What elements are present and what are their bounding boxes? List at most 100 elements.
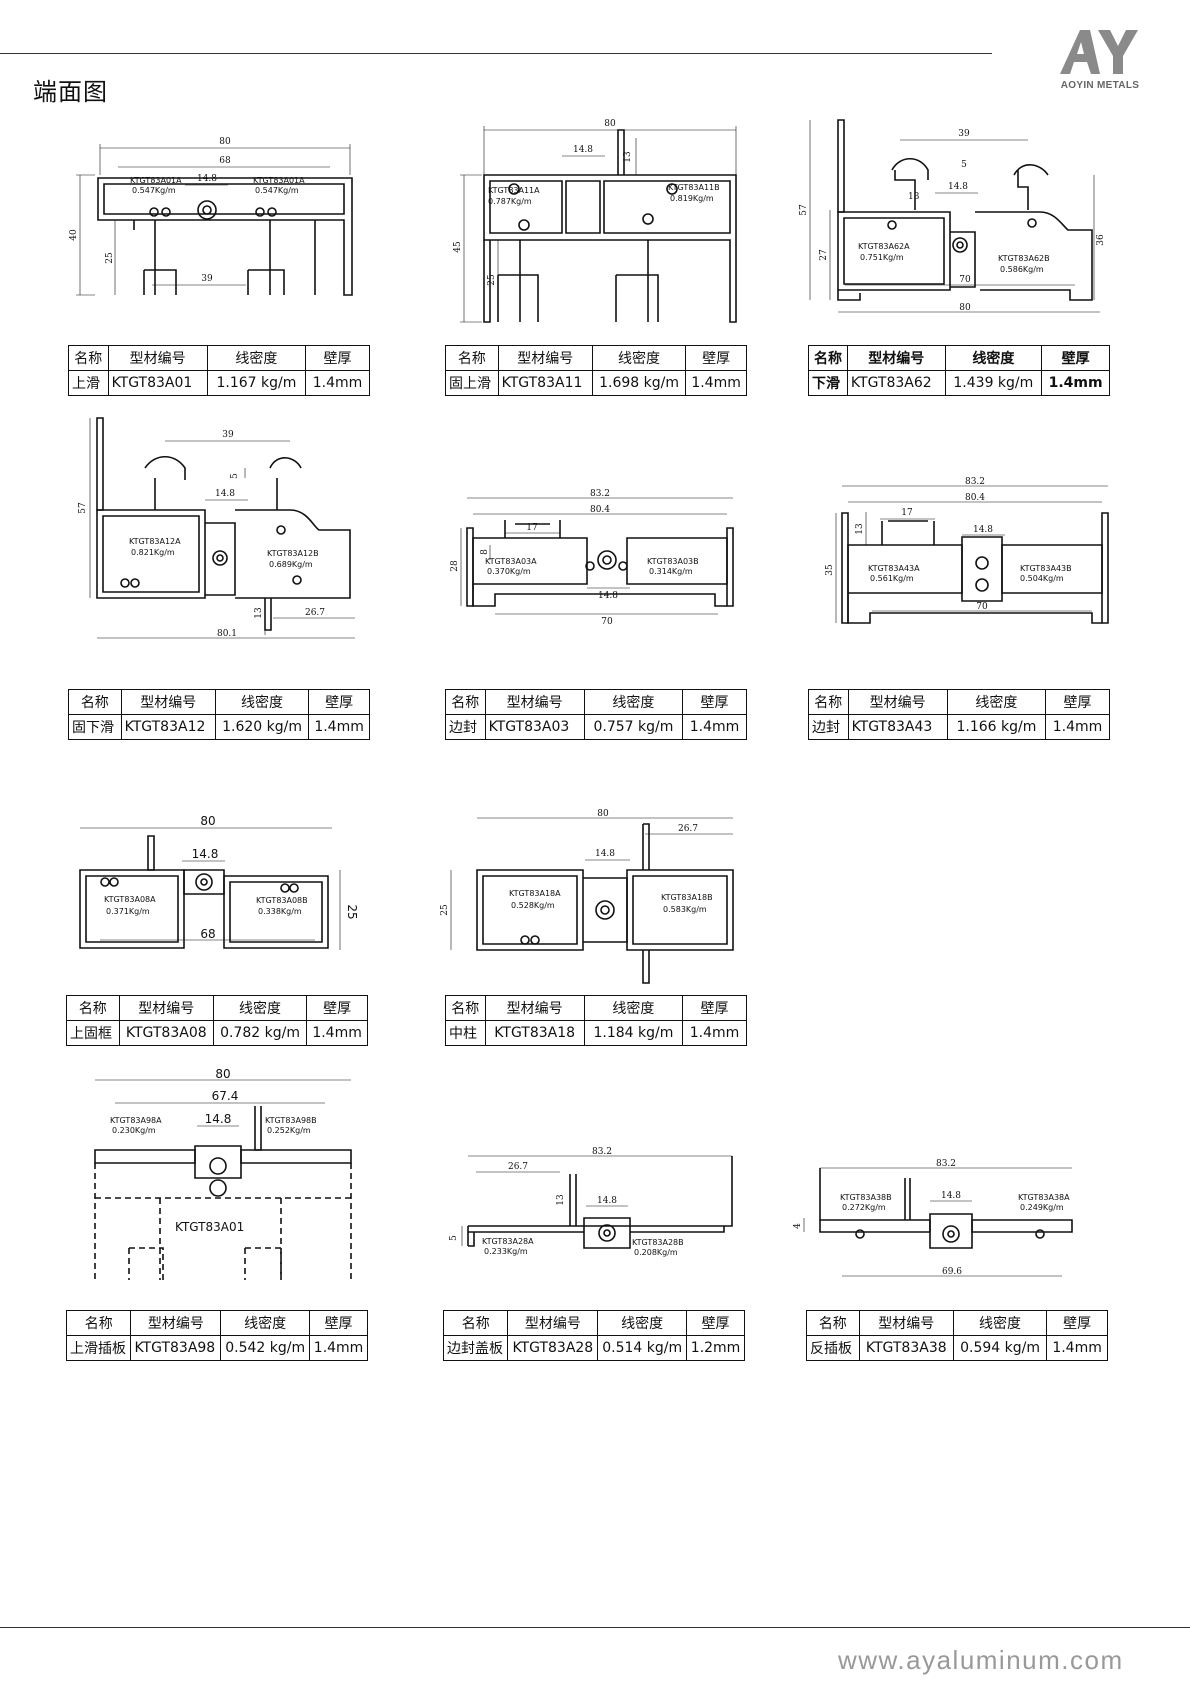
profile-drawing-8: 80 26.7 14.8 25 KTGT83A18A 0.528Kg/m KTG…	[440, 808, 745, 993]
cell-code: KTGT83A01	[107, 370, 208, 396]
dim-h1: 57	[799, 204, 809, 216]
part-a-code: KTGT83A38B	[840, 1193, 892, 1202]
col-name: 名称	[806, 1310, 860, 1336]
part-b-weight: 0.249Kg/m	[1020, 1203, 1064, 1212]
profile-drawing-9: 80 67.4 14.8 KTGT83A98A 0.230Kg/m KTGT83…	[85, 1067, 365, 1280]
dim-h2: 25	[105, 252, 115, 264]
dim-width: 80	[604, 119, 616, 129]
part-a-weight: 0.370Kg/m	[487, 567, 531, 576]
part-a-code: KTGT83A28A	[482, 1237, 534, 1246]
col-thickness: 壁厚	[1046, 1310, 1108, 1336]
cell-thickness: 1.4mm	[305, 370, 370, 396]
dim-mid: 14.8	[573, 145, 593, 155]
col-name: 名称	[442, 1310, 509, 1336]
cell-density: 0.542 kg/m	[220, 1335, 311, 1361]
dim-inner: 67.4	[212, 1089, 239, 1103]
table-row: 固下滑 KTGT83A12 1.620 kg/m 1.4mm	[68, 714, 370, 740]
part-a-code: KTGT83A43A	[868, 564, 920, 573]
dim-depth: 35	[825, 564, 835, 576]
col-name: 名称	[808, 345, 848, 371]
dim-mid: 14.8	[941, 1191, 961, 1201]
col-code: 型材编号	[497, 345, 593, 371]
dim-depth: 4	[793, 1223, 803, 1229]
table-row: 边封盖板 KTGT83A28 0.514 kg/m 1.2mm	[442, 1335, 745, 1361]
website-url[interactable]: www.ayaluminum.com	[838, 1645, 1124, 1675]
col-name: 名称	[68, 345, 109, 371]
spec-table-2: 名称 型材编号 线密度 壁厚 固上滑 KTGT83A11 1.698 kg/m …	[445, 345, 747, 396]
dim-width: 80	[219, 137, 231, 147]
cell-thickness: 1.2mm	[686, 1335, 745, 1361]
profile-drawing-7: 80 14.8 25 68 KTGT83A08A 0.371Kg/m KTGT8…	[70, 808, 360, 950]
part-b-code: KTGT83A01A	[253, 176, 305, 185]
logo-text: AOYIN METALS	[1060, 80, 1140, 91]
part-b-code: KTGT83A03B	[647, 557, 699, 566]
part-b-code: KTGT83A28B	[632, 1238, 684, 1247]
col-density: 线密度	[206, 345, 307, 371]
col-code: 型材编号	[107, 345, 208, 371]
dim-mid: 14.8	[192, 847, 219, 861]
cell-density: 1.166 kg/m	[946, 714, 1047, 740]
col-code: 型材编号	[484, 995, 585, 1021]
dim-width: 83.2	[592, 1147, 612, 1157]
part-a-weight: 0.272Kg/m	[842, 1203, 886, 1212]
reference-profile-label: KTGT83A01	[175, 1220, 244, 1234]
table-row: 上滑插板 KTGT83A98 0.542 kg/m 1.4mm	[65, 1335, 368, 1361]
cell-thickness: 1.4mm	[1045, 714, 1110, 740]
col-name: 名称	[808, 689, 849, 715]
dim-bottom: 68	[200, 927, 215, 941]
dim-gap: 5	[230, 473, 240, 479]
col-code: 型材编号	[858, 1310, 954, 1336]
table-row: 边封 KTGT83A03 0.757 kg/m 1.4mm	[445, 714, 747, 740]
spec-table-10: 名称 型材编号 线密度 壁厚 边封盖板 KTGT83A28 0.514 kg/m…	[442, 1310, 745, 1361]
part-a-code: KTGT83A12A	[129, 537, 181, 546]
dim-slot: 17	[526, 523, 538, 533]
part-b-code: KTGT83A38A	[1018, 1193, 1070, 1202]
part-a-weight: 0.528Kg/m	[511, 901, 555, 910]
dim-width: 80	[200, 814, 215, 828]
cell-name: 下滑	[808, 370, 848, 396]
col-name: 名称	[66, 995, 120, 1021]
part-a-weight: 0.751Kg/m	[860, 253, 904, 262]
col-density: 线密度	[597, 1310, 688, 1336]
dim-depth: 28	[450, 560, 460, 572]
cell-density: 1.698 kg/m	[591, 370, 687, 396]
cell-code: KTGT83A11	[497, 370, 593, 396]
cell-density: 0.782 kg/m	[212, 1020, 308, 1046]
col-code: 型材编号	[484, 689, 585, 715]
dim-bottom: 69.6	[942, 1267, 962, 1277]
company-logo: AOYIN METALS	[1050, 28, 1150, 98]
dim-gap: 5	[961, 160, 967, 170]
part-b-code: KTGT83A62B	[998, 254, 1050, 263]
part-a-weight: 0.547Kg/m	[132, 186, 176, 195]
dim-width: 80	[215, 1067, 230, 1081]
cell-density: 0.514 kg/m	[597, 1335, 688, 1361]
col-thickness: 壁厚	[308, 689, 370, 715]
cell-thickness: 1.4mm	[1046, 1335, 1108, 1361]
cell-code: KTGT83A38	[858, 1335, 954, 1361]
cell-name: 边封	[808, 714, 849, 740]
dim-width: 83.2	[965, 477, 985, 487]
spec-table-8: 名称 型材编号 线密度 壁厚 中柱 KTGT83A18 1.184 kg/m 1…	[445, 995, 747, 1046]
dim-inner: 80.4	[590, 505, 610, 515]
part-a-code: KTGT83A08A	[104, 895, 156, 904]
dim-depth: 40	[69, 229, 79, 241]
part-b-weight: 0.547Kg/m	[255, 186, 299, 195]
cell-code: KTGT83A18	[484, 1020, 585, 1046]
spec-table-1: 名称 型材编号 线密度 壁厚 上滑 KTGT83A01 1.167 kg/m 1…	[68, 345, 370, 396]
part-b-code: KTGT83A18B	[661, 893, 713, 902]
part-b-weight: 0.504Kg/m	[1020, 574, 1064, 583]
cell-name: 上滑	[68, 370, 109, 396]
cell-name: 反插板	[806, 1335, 860, 1361]
col-thickness: 壁厚	[682, 689, 747, 715]
page-title: 端面图	[33, 78, 108, 106]
cell-name: 边封盖板	[442, 1335, 509, 1361]
cell-density: 1.184 kg/m	[583, 1020, 684, 1046]
dim-cap: 13	[908, 192, 920, 202]
cell-code: KTGT83A28	[507, 1335, 599, 1361]
col-thickness: 壁厚	[309, 1310, 368, 1336]
dim-mid: 14.8	[205, 1112, 232, 1126]
profile-drawing-10: 83.2 26.7 13 14.8 5 KTGT83A28A 0.233Kg/m…	[449, 1147, 740, 1266]
dim-fin: 13	[254, 607, 264, 619]
col-name: 名称	[68, 689, 122, 715]
col-thickness: 壁厚	[305, 345, 370, 371]
